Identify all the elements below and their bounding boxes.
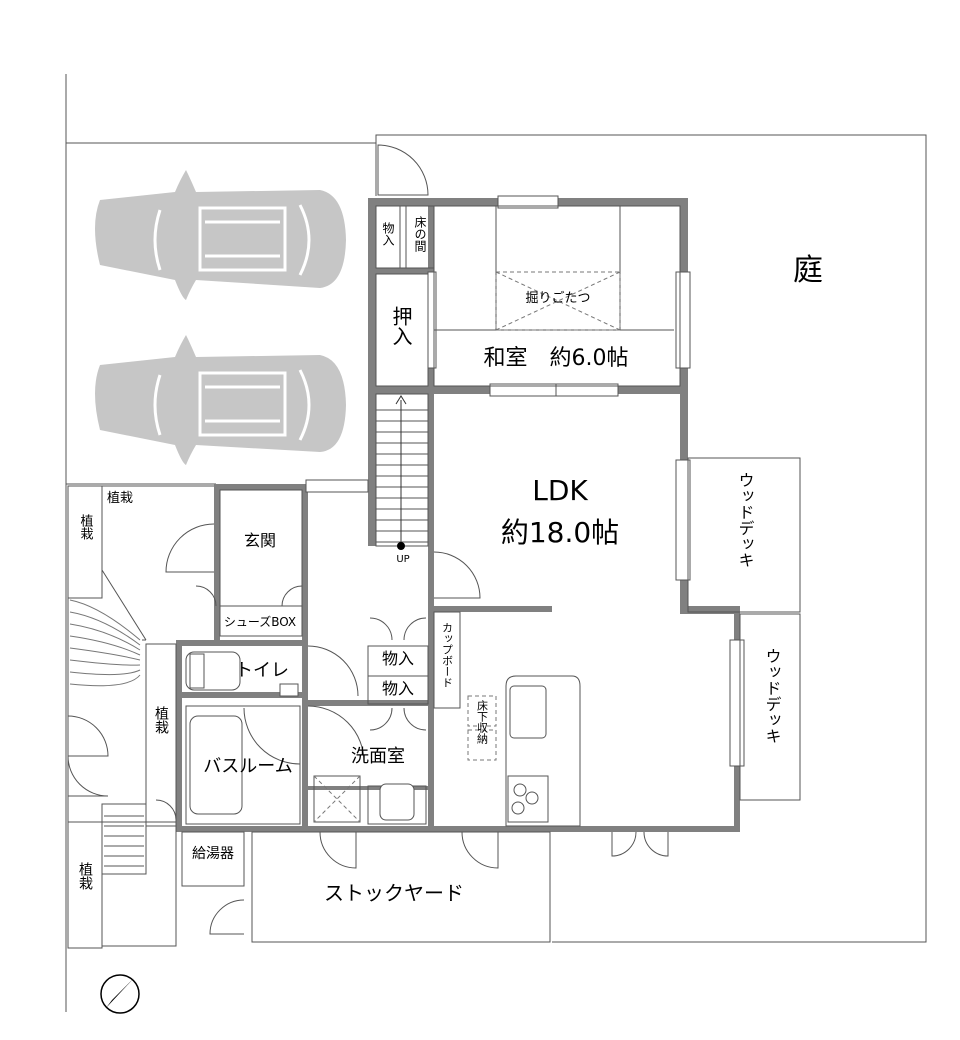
tokonoma-label: 床の間	[413, 216, 427, 252]
car-icon	[95, 335, 346, 465]
exterior-walls	[176, 198, 740, 832]
kitchen	[433, 611, 581, 827]
ldk-name-label: LDK	[532, 474, 588, 507]
room-labels: 庭 物入 床の間 押入 掘りごたつ 和室 約6.0帖 LDK 約18.0帖 ウッ…	[77, 216, 823, 905]
wood-deck-label-1: ウッドデッキ	[736, 472, 755, 568]
wet-rooms	[185, 645, 429, 825]
planting-mid-label: 植栽	[153, 706, 169, 734]
curved-step	[69, 623, 141, 651]
stair-up-label: UP	[396, 554, 409, 565]
washroom-label: 洗面室	[351, 746, 405, 767]
curved-step	[69, 635, 141, 656]
curved-step	[69, 669, 141, 676]
entrance-area	[67, 485, 303, 949]
bathroom-label: バスルーム	[203, 756, 292, 777]
car-icon	[95, 170, 346, 300]
cupboard-label: カップボード	[441, 622, 454, 688]
site-boundary	[65, 74, 927, 1012]
horigotatsu-label: 掘りごたつ	[525, 290, 590, 306]
storage-label-1: 物入	[382, 649, 414, 668]
windows	[305, 195, 745, 767]
curved-step	[69, 599, 141, 641]
washitsu-room	[375, 205, 681, 387]
shoe-box-label: シューズBOX	[224, 614, 296, 629]
toilet-label: トイレ	[235, 660, 289, 681]
washitsu-label: 和室 約6.0帖	[484, 346, 629, 371]
doors	[67, 144, 669, 935]
underfloor-label: 床下収納	[476, 699, 489, 745]
storage-label-2: 物入	[382, 679, 414, 698]
wood-deck-label-2: ウッドデッキ	[763, 648, 782, 744]
staircase	[375, 393, 429, 550]
stockyard-label: ストックヤード	[324, 881, 464, 905]
wood-decks	[687, 457, 801, 801]
planting-bottom-label: 植栽	[77, 862, 93, 890]
planting-left-label: 植栽	[78, 514, 94, 540]
entrance-label: 玄関	[244, 531, 276, 550]
garden-label: 庭	[793, 253, 823, 288]
curved-step	[69, 611, 141, 646]
curved-step	[69, 674, 141, 687]
north-arrow-icon	[100, 974, 140, 1014]
curved-step	[69, 647, 141, 661]
stockyard-area	[181, 831, 551, 943]
oshiire-label: 押入	[389, 306, 413, 346]
water-heater-label: 給湯器	[192, 845, 234, 862]
planting-top-label: 植栽	[107, 490, 133, 506]
ldk-size-label: 約18.0帖	[501, 516, 619, 549]
closet-small-label: 物入	[381, 222, 395, 246]
curved-step	[69, 659, 141, 666]
